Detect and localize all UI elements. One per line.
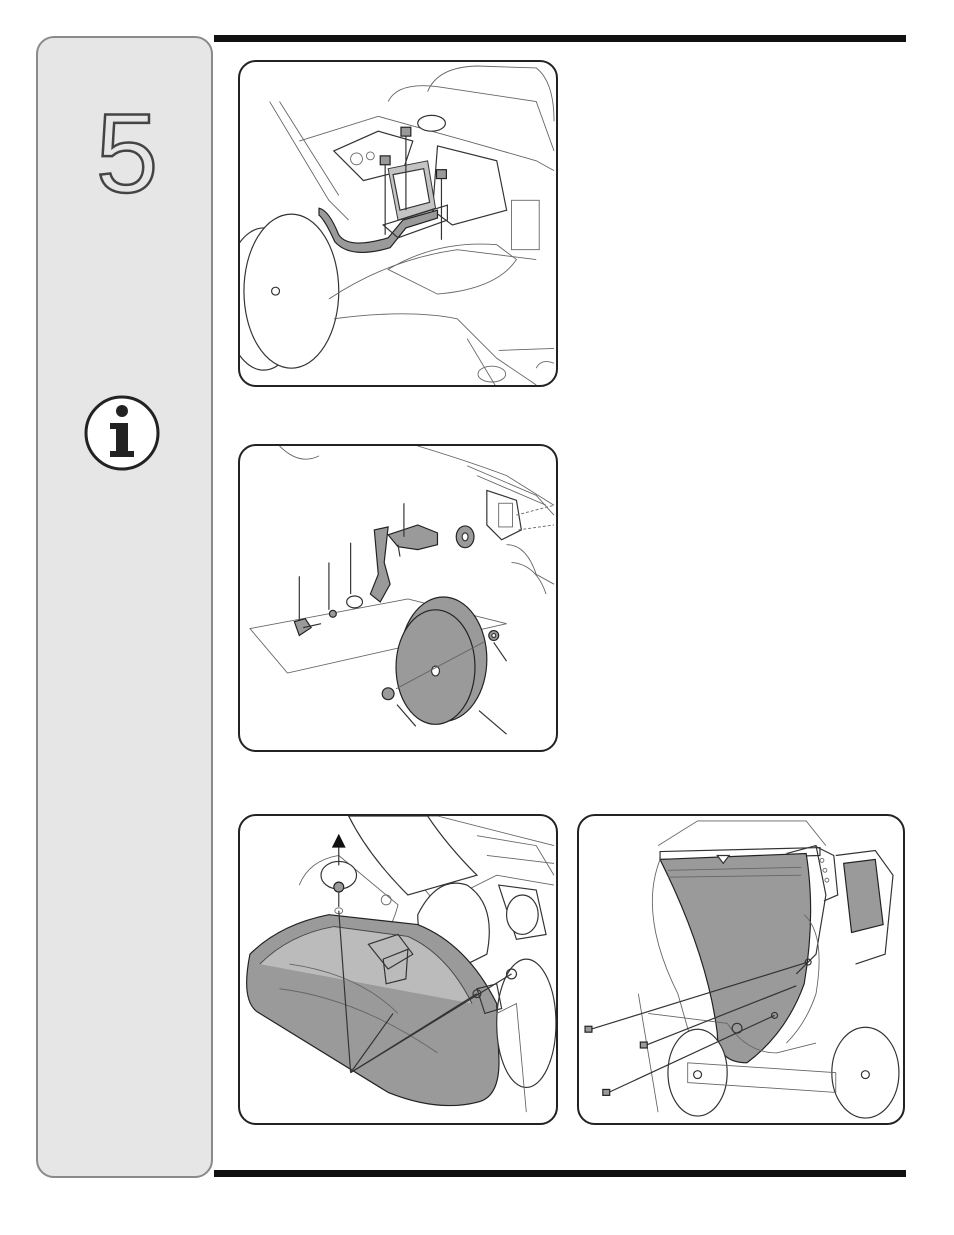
- handle-bracket-figure: [238, 60, 558, 387]
- info-icon: [82, 393, 162, 473]
- top-rule: [214, 35, 906, 42]
- wheel-assembly-figure: [238, 444, 558, 752]
- step-number: 5: [82, 92, 172, 212]
- step-number-text: 5: [96, 92, 158, 212]
- chute-bracket-figure: [577, 814, 905, 1125]
- bottom-rule: [214, 1170, 906, 1177]
- bag-adapter-figure: [238, 814, 558, 1125]
